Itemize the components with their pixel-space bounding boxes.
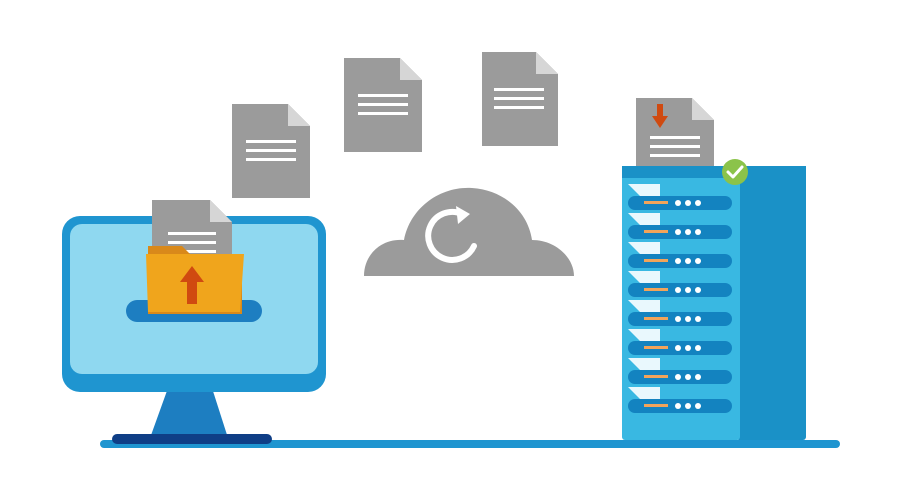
server-unit (628, 242, 732, 268)
server-unit (628, 358, 732, 384)
document-icon (232, 104, 310, 198)
cloud-sync-icon (364, 187, 574, 276)
monitor-stand (150, 388, 228, 438)
server-unit (628, 300, 732, 326)
document-icon (482, 52, 558, 146)
server-side-panel (736, 166, 806, 440)
download-arrow-icon (652, 104, 668, 128)
server-unit (628, 213, 732, 239)
server-unit (628, 271, 732, 297)
upload-arrow-icon (180, 266, 204, 304)
server-rack-icon (622, 166, 806, 440)
monitor-base (112, 434, 272, 444)
document-icon (344, 58, 422, 152)
checkmark-badge-icon (722, 159, 748, 185)
server-unit (628, 329, 732, 355)
server-unit (628, 184, 732, 210)
folder-icon (146, 246, 244, 314)
document-icon (636, 98, 714, 166)
sync-arrow-icon (425, 209, 477, 263)
server-unit (628, 387, 732, 413)
floor-line (100, 440, 840, 448)
